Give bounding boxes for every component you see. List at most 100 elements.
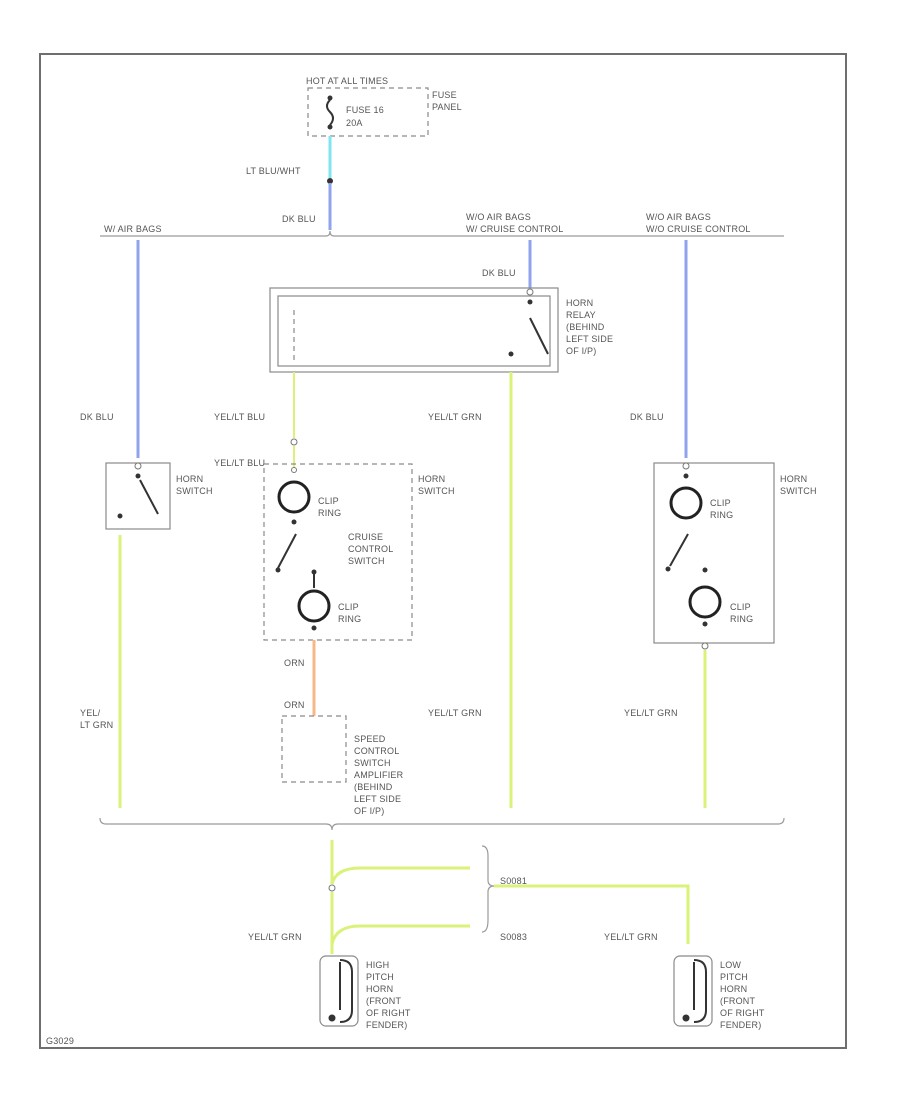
switch-contact-icon [275, 533, 297, 573]
wire-label-yel-left-1: YEL/ [80, 708, 101, 718]
low-horn-label-4: (FRONT [720, 996, 755, 1006]
splice-bracket [481, 845, 495, 933]
speed-control-label-4: AMPLIFIER [354, 770, 404, 780]
wire-label-orn-1: ORN [284, 658, 305, 668]
wire-label-yel-lt-blu: YEL/LT BLU [214, 412, 265, 422]
fuse-rating-label: 20A [346, 118, 363, 128]
high-horn-label-1: HIGH [366, 960, 389, 970]
high-horn-label-2: PITCH [366, 972, 394, 982]
high-horn-label-6: FENDER) [366, 1020, 407, 1030]
speed-control-label-2: CONTROL [354, 746, 399, 756]
wire-label-dk-blu-left: DK BLU [80, 412, 114, 422]
slip-ring-icon [297, 569, 331, 631]
horn-switch-right-label-1: HORN [780, 474, 807, 484]
relay-label-1: HORN [566, 298, 593, 308]
right-slip1-label-1: CLIP [710, 498, 731, 508]
connector-pin [328, 884, 336, 892]
wire-yel-lt-grn-splice1 [330, 866, 470, 885]
variant-label-middle-2: W/ CRUISE CONTROL [466, 224, 563, 234]
splice-label-2: S0083 [500, 932, 527, 942]
connector-pin [290, 438, 298, 446]
variant-label-left: W/ AIR BAGS [104, 224, 162, 234]
variant-label-right-2: W/O CRUISE CONTROL [646, 224, 751, 234]
wire-yel-lt-grn-low-horn [494, 884, 690, 944]
low-horn-label-3: HORN [720, 984, 747, 994]
low-horn-label-5: OF RIGHT [720, 1008, 765, 1018]
cruise-switch-label-1: CRUISE [348, 532, 383, 542]
horn-relay [269, 287, 559, 373]
wire-label-orn-2: ORN [284, 700, 305, 710]
fuse-panel: HOT AT ALL TIMES FUSE 16 20A FUSE PANEL [306, 76, 462, 137]
wire-label-dk-blu-relay: DK BLU [482, 268, 516, 278]
switch-contact-icon [508, 288, 549, 357]
fuse-panel-label-2: PANEL [432, 102, 462, 112]
relay-label-2: RELAY [566, 310, 596, 320]
slip-ring-icon [688, 567, 722, 627]
cruise-switch-label-2: CONTROL [348, 544, 393, 554]
variant-label-middle-1: W/O AIR BAGS [466, 212, 531, 222]
mid-slip2-label-2: RING [338, 614, 361, 624]
wire-label-yel-lt-grn-high: YEL/LT GRN [248, 932, 302, 942]
diagram-frame [39, 53, 847, 1049]
top-bus [100, 230, 784, 237]
wire-label-dk-blu-top: DK BLU [282, 214, 316, 224]
speed-control-label-5: (BEHIND [354, 782, 393, 792]
speed-control-label-7: OF I/P) [354, 806, 384, 816]
wire-label-yel-lt-grn-mid: YEL/LT GRN [428, 412, 482, 422]
horn-icon [673, 955, 713, 1027]
fuse-panel-label-1: FUSE [432, 90, 457, 100]
wire-label-lt-blu-wht: LT BLU/WHT [246, 166, 301, 176]
switch-contact-icon [117, 462, 159, 519]
low-horn-label-2: PITCH [720, 972, 748, 982]
horn-switch-mid-label-2: SWITCH [418, 486, 455, 496]
speed-control-label-1: SPEED [354, 734, 386, 744]
variant-label-right-1: W/O AIR BAGS [646, 212, 711, 222]
mid-slip1-label-1: CLIP [318, 496, 339, 506]
fuse-hot-label: HOT AT ALL TIMES [306, 76, 388, 86]
connector-pin [327, 178, 333, 184]
cruise-switch-label-3: SWITCH [348, 556, 385, 566]
splice-label-1: S0081 [500, 876, 527, 886]
horn-relay-inner [277, 295, 551, 367]
wire-label-yel-lt-grn-low: YEL/LT GRN [604, 932, 658, 942]
fuse-icon [326, 95, 334, 130]
right-slip2-label-1: CLIP [730, 602, 751, 612]
high-horn-label-4: (FRONT [366, 996, 401, 1006]
speed-control-label-3: SWITCH [354, 758, 391, 768]
fuse-number-label: FUSE 16 [346, 105, 384, 115]
horn-switch-left-label-2: SWITCH [176, 486, 213, 496]
speed-control-box [281, 715, 347, 783]
slip-ring-icon [669, 462, 703, 520]
low-horn-label-1: LOW [720, 960, 741, 970]
horn-switch-left-box [105, 462, 171, 530]
horn-switch-left-label-1: HORN [176, 474, 203, 484]
wire-label-yel-lt-blu-2: YEL/LT BLU [214, 458, 265, 468]
wire-label-dk-blu-right: DK BLU [630, 412, 664, 422]
horn-switch-mid-label-1: HORN [418, 474, 445, 484]
low-horn-label-6: FENDER) [720, 1020, 761, 1030]
horn-relay-box [269, 287, 559, 373]
horn-switch-right-label-2: SWITCH [780, 486, 817, 496]
relay-label-4: LEFT SIDE [566, 334, 613, 344]
lower-bus [99, 817, 785, 831]
right-slip1-label-2: RING [710, 510, 733, 520]
wire-label-yel-lt-grn-mid2: YEL/LT GRN [428, 708, 482, 718]
connector-pin [701, 642, 709, 650]
fuse-panel-box [307, 87, 429, 137]
horn-icon [319, 955, 359, 1027]
wire-yel-lt-grn-splice2 [330, 924, 470, 945]
right-slip2-label-2: RING [730, 614, 753, 624]
high-horn-label-5: OF RIGHT [366, 1008, 411, 1018]
mid-slip2-label-1: CLIP [338, 602, 359, 612]
horn-switch-mid-box [263, 463, 413, 641]
wire-label-yel-lt-grn-right: YEL/LT GRN [624, 708, 678, 718]
relay-label-5: OF I/P) [566, 346, 596, 356]
switch-contact-icon [665, 533, 689, 572]
high-horn-label-3: HORN [366, 984, 393, 994]
relay-label-3: (BEHIND [566, 322, 605, 332]
speed-control-label-6: LEFT SIDE [354, 794, 401, 804]
horn-switch-right-box [653, 462, 775, 644]
figure-id: G3029 [46, 1036, 74, 1046]
wire-label-yel-left-2: LT GRN [80, 720, 113, 730]
